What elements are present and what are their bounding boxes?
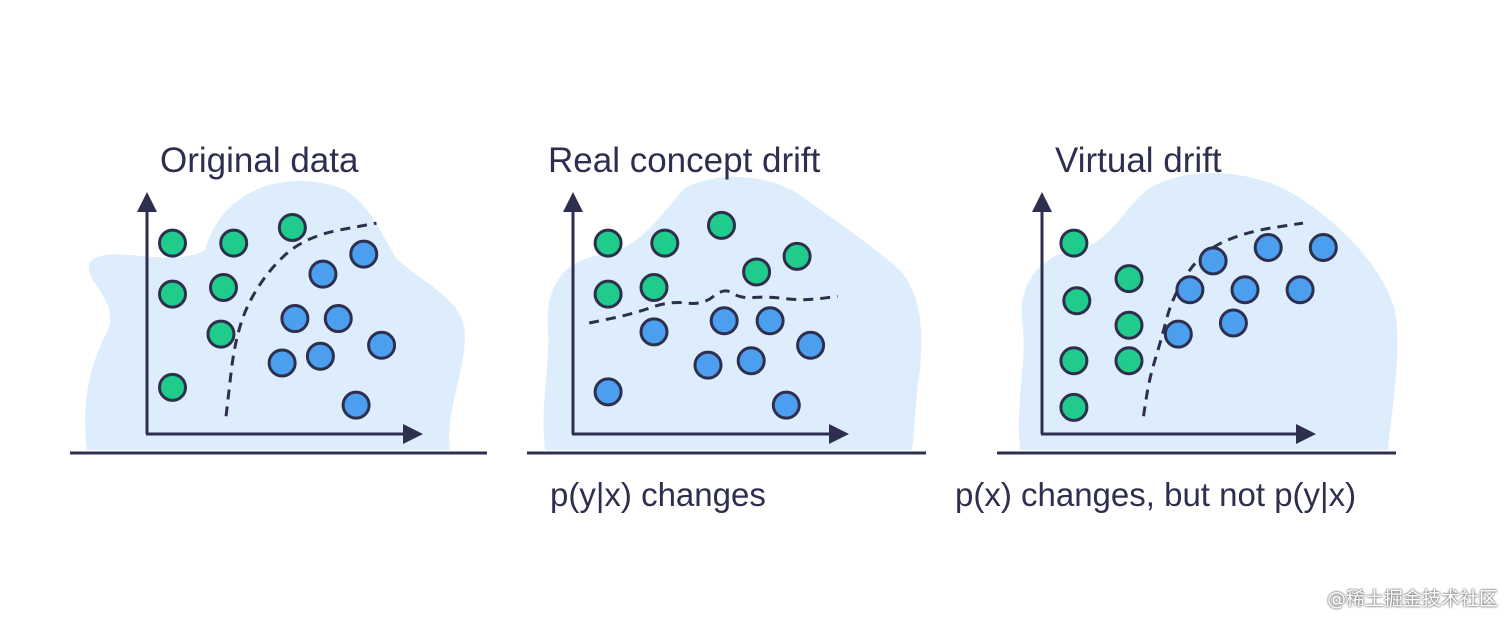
panel-title: Original data [160,141,359,180]
distribution-blob [84,180,466,450]
green-data-point [1114,264,1144,294]
points [1059,228,1338,422]
decision-boundary [588,289,838,325]
blue-data-point [1253,233,1283,263]
green-data-point [1114,310,1144,340]
blue-data-point [693,350,723,380]
panel-caption: p(x) changes, but not p(y|x) [955,476,1356,513]
green-data-point [593,228,623,258]
panel-virtual-drift: Virtual drift p(x) changes, but not p(y|… [955,141,1398,513]
blue-data-point [1175,275,1205,305]
green-data-point [782,241,812,271]
green-data-point [707,210,736,240]
watermark: @稀土掘金技术社区 [1326,588,1498,610]
blue-data-point [323,304,353,334]
green-data-point [1062,286,1092,316]
green-data-point [1059,346,1089,376]
green-data-point [158,228,187,258]
green-data-point [1059,228,1089,258]
blue-data-point [771,390,801,420]
panel-title: Real concept drift [548,141,821,180]
blue-data-point [593,377,623,407]
blue-data-point [305,341,335,371]
blue-data-point [1198,246,1228,276]
panel-original: Original data [70,141,487,455]
blue-data-point [367,330,397,360]
green-data-point [158,279,187,309]
green-data-point [206,319,236,349]
blue-data-point [280,304,310,334]
blue-data-point [755,306,785,336]
distribution-blob [1018,172,1398,451]
green-data-point [158,372,187,402]
blue-data-point [1285,275,1315,305]
green-data-point [639,272,669,302]
blue-data-point [1218,308,1248,338]
green-data-point [277,213,307,243]
blue-data-point [639,317,669,347]
green-data-point [650,228,680,258]
green-data-point [1114,346,1144,376]
panel-real-concept-drift: Real concept drift p(y|x) changes [527,141,926,513]
blue-data-point [1163,319,1193,349]
blue-data-point [308,259,338,289]
blue-data-point [1230,275,1260,305]
green-data-point [742,257,772,287]
blue-data-point [796,330,826,360]
points [593,210,826,420]
panel-title: Virtual drift [1055,141,1222,180]
green-data-point [209,272,238,302]
points [158,213,397,420]
green-data-point [593,279,623,309]
green-data-point [219,228,249,258]
decision-boundary [1142,221,1304,417]
blue-data-point [341,390,371,420]
blue-data-point [349,239,379,269]
panel-caption: p(y|x) changes [550,476,766,513]
blue-data-point [1308,233,1338,263]
blue-data-point [709,306,739,336]
decision-boundary [224,221,377,417]
blue-data-point [736,346,766,376]
green-data-point [1059,392,1089,422]
blue-data-point [267,348,297,378]
